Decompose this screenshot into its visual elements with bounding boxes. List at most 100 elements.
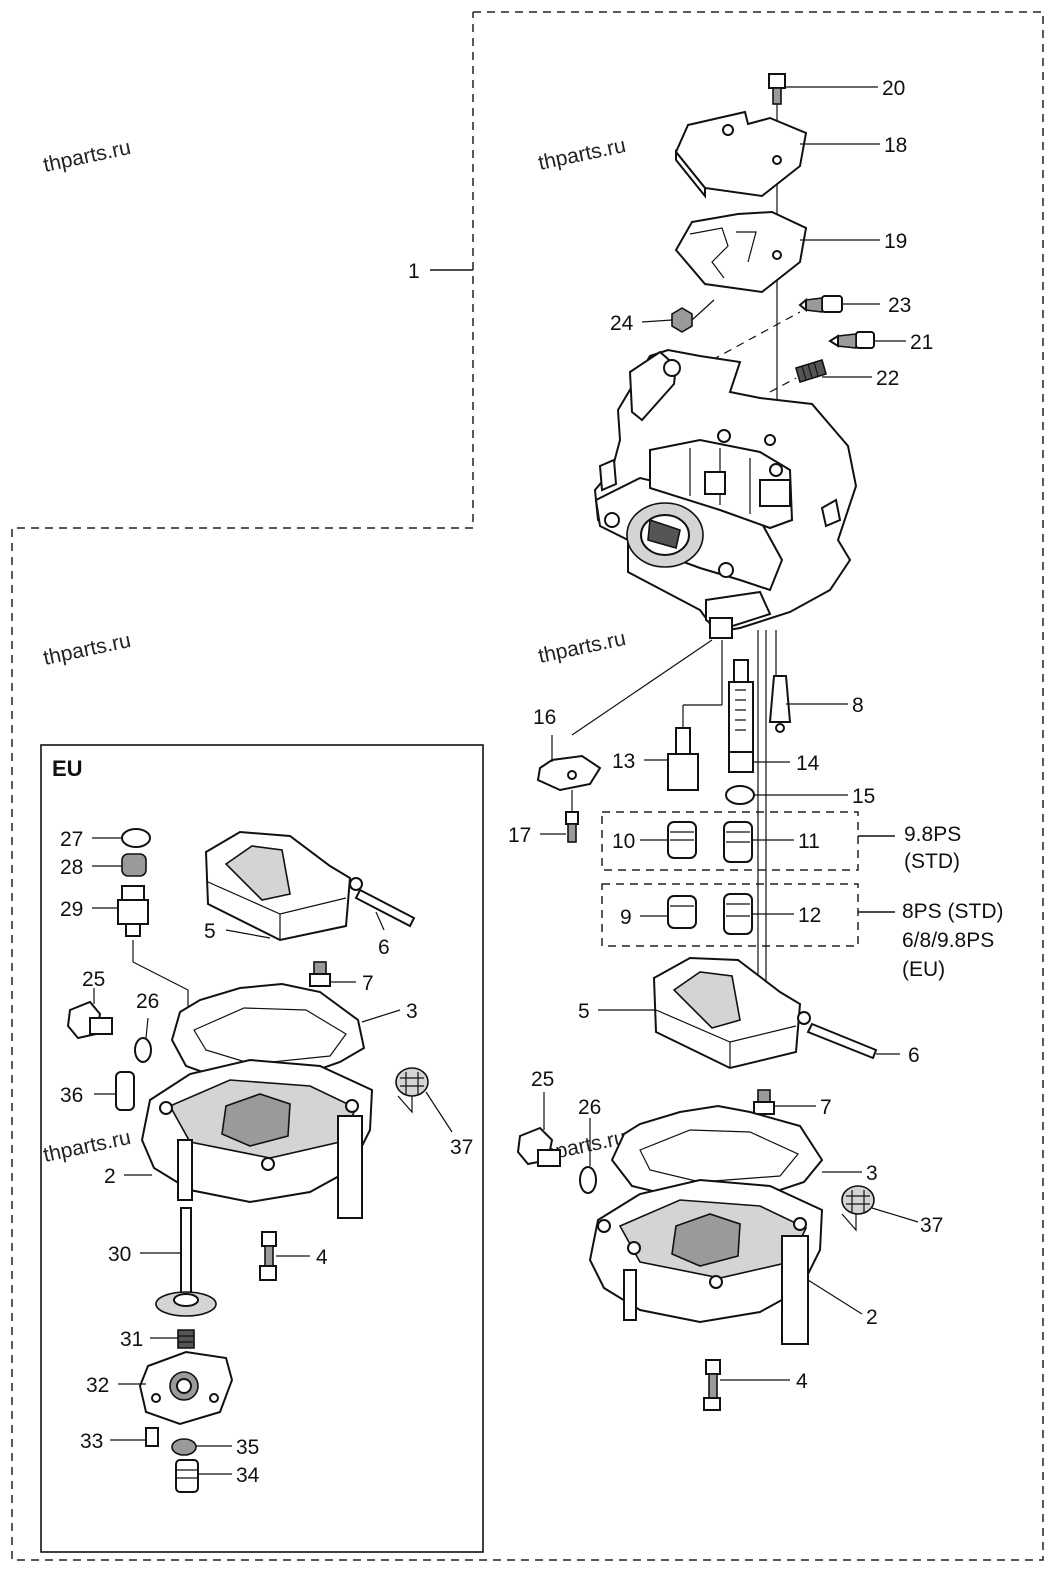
- jet-group-a-label-line1: 9.8PS: [904, 823, 961, 846]
- eu-drain-screw-25-art: [66, 1000, 113, 1040]
- drain-screw-25-art: [516, 1126, 561, 1167]
- callout-20: 20: [882, 77, 905, 100]
- main-assembly-art: [516, 73, 878, 1411]
- clip-27-art: [121, 828, 151, 848]
- jet-group-b-label-line1: 8PS (STD): [902, 900, 1004, 923]
- jet-group-a: 9.8PS (STD): [601, 811, 961, 873]
- callout-5-eu: 5: [204, 920, 216, 943]
- pump-rod-30-art: [155, 1207, 217, 1317]
- callout-30: 30: [108, 1243, 131, 1266]
- callout-3-eu: 3: [406, 1000, 418, 1023]
- callout-19: 19: [884, 230, 907, 253]
- jet-group-a-frame: [601, 811, 859, 871]
- callout-10: 10: [612, 830, 635, 853]
- eu-pin-6-art: [354, 888, 416, 928]
- float-5-art: [652, 956, 811, 1070]
- nut-24-art: [671, 307, 693, 333]
- jet-group-a-label-line2: (STD): [904, 850, 960, 873]
- jet-group-b: 8PS (STD) 6/8/9.8PS (EU): [601, 883, 1004, 981]
- jet-11-art: [723, 821, 753, 863]
- jet-10-art: [667, 821, 697, 859]
- jet-group-b-label-line2: 6/8/9.8PS: [902, 929, 994, 952]
- o-ring-15-art: [725, 785, 755, 805]
- callout-7: 7: [820, 1096, 832, 1119]
- callout-13: 13: [612, 750, 635, 773]
- washer-26-art: [579, 1166, 597, 1194]
- callout-8: 8: [852, 694, 864, 717]
- callout-6-eu: 6: [378, 936, 390, 959]
- callout-36: 36: [60, 1084, 83, 1107]
- callout-29: 29: [60, 898, 83, 921]
- eu-float-chamber-2-art: [140, 1058, 374, 1219]
- callout-5: 5: [578, 1000, 590, 1023]
- spring-31-art: [177, 1329, 195, 1349]
- watermark: thparts.ru: [536, 134, 628, 175]
- eu-inset-frame: [40, 744, 484, 1553]
- callout-25-eu: 25: [82, 968, 105, 991]
- watermark: thparts.ru: [41, 1126, 133, 1167]
- carburetor-body-art: [593, 348, 858, 639]
- washer-35-art: [171, 1438, 197, 1456]
- pin-6-art: [806, 1022, 878, 1060]
- callout-3: 3: [866, 1162, 878, 1185]
- watermark: thparts.ru: [536, 627, 628, 668]
- jet-12-art: [723, 893, 753, 935]
- callout-1: 1: [408, 260, 420, 283]
- eu-screw-7-art: [309, 961, 331, 987]
- jet-group-b-frame: [601, 883, 859, 947]
- gasket-19-art: [674, 210, 808, 294]
- callout-27: 27: [60, 828, 83, 851]
- callout-37-eu: 37: [450, 1136, 473, 1159]
- eu-filter-37-art: [395, 1067, 429, 1097]
- eu-inset-title: EU: [52, 756, 83, 781]
- eu-assembly-art: [66, 828, 429, 1493]
- valve-29-art: [117, 885, 149, 937]
- screw-23-art: [711, 295, 843, 361]
- callout-7-eu: 7: [362, 972, 374, 995]
- screw-4-art: [703, 1359, 721, 1411]
- callout-35: 35: [236, 1436, 259, 1459]
- eu-float-5-art: [204, 830, 363, 942]
- nozzle-13-art: [667, 727, 699, 791]
- callout-4: 4: [796, 1370, 808, 1393]
- screw-7-art: [753, 1089, 775, 1115]
- jet-group-b-label-line3: (EU): [902, 958, 945, 981]
- callout-17: 17: [508, 824, 531, 847]
- screw-33-art: [145, 1427, 159, 1447]
- needle-valve-8-art: [768, 675, 792, 733]
- callout-31: 31: [120, 1328, 143, 1351]
- cap-28-art: [121, 853, 147, 877]
- callout-26-eu: 26: [136, 990, 159, 1013]
- callout-14: 14: [796, 752, 820, 775]
- pump-cover-32-art: [138, 1350, 234, 1426]
- callout-12: 12: [798, 904, 821, 927]
- plug-36-art: [115, 1071, 135, 1111]
- callout-32: 32: [86, 1374, 109, 1397]
- leader-lines: [92, 86, 919, 1475]
- callout-4-eu: 4: [316, 1246, 328, 1269]
- callout-28: 28: [60, 856, 83, 879]
- watermark: thparts.ru: [41, 629, 133, 670]
- eu-washer-26-art: [134, 1037, 152, 1063]
- callout-21: 21: [910, 331, 933, 354]
- main-nozzle-14-art: [728, 659, 754, 773]
- callout-2: 2: [866, 1306, 878, 1329]
- callout-23: 23: [888, 294, 911, 317]
- watermark: thparts.ru: [41, 136, 133, 177]
- screw-21-art: [828, 331, 875, 349]
- eu-inset: EU: [40, 744, 484, 1553]
- filter-37-art: [841, 1185, 875, 1215]
- screw-17-art: [565, 811, 579, 843]
- assembly-boundary: [11, 11, 1044, 1561]
- callout-24: 24: [610, 312, 634, 335]
- float-chamber-2-art: [588, 1178, 824, 1345]
- callout-18: 18: [884, 134, 907, 157]
- callout-25: 25: [531, 1068, 554, 1091]
- callout-26: 26: [578, 1096, 601, 1119]
- callout-2-eu: 2: [104, 1165, 116, 1188]
- callout-37: 37: [920, 1214, 943, 1237]
- callout-16: 16: [533, 706, 556, 729]
- eu-screw-4-art: [259, 1231, 277, 1281]
